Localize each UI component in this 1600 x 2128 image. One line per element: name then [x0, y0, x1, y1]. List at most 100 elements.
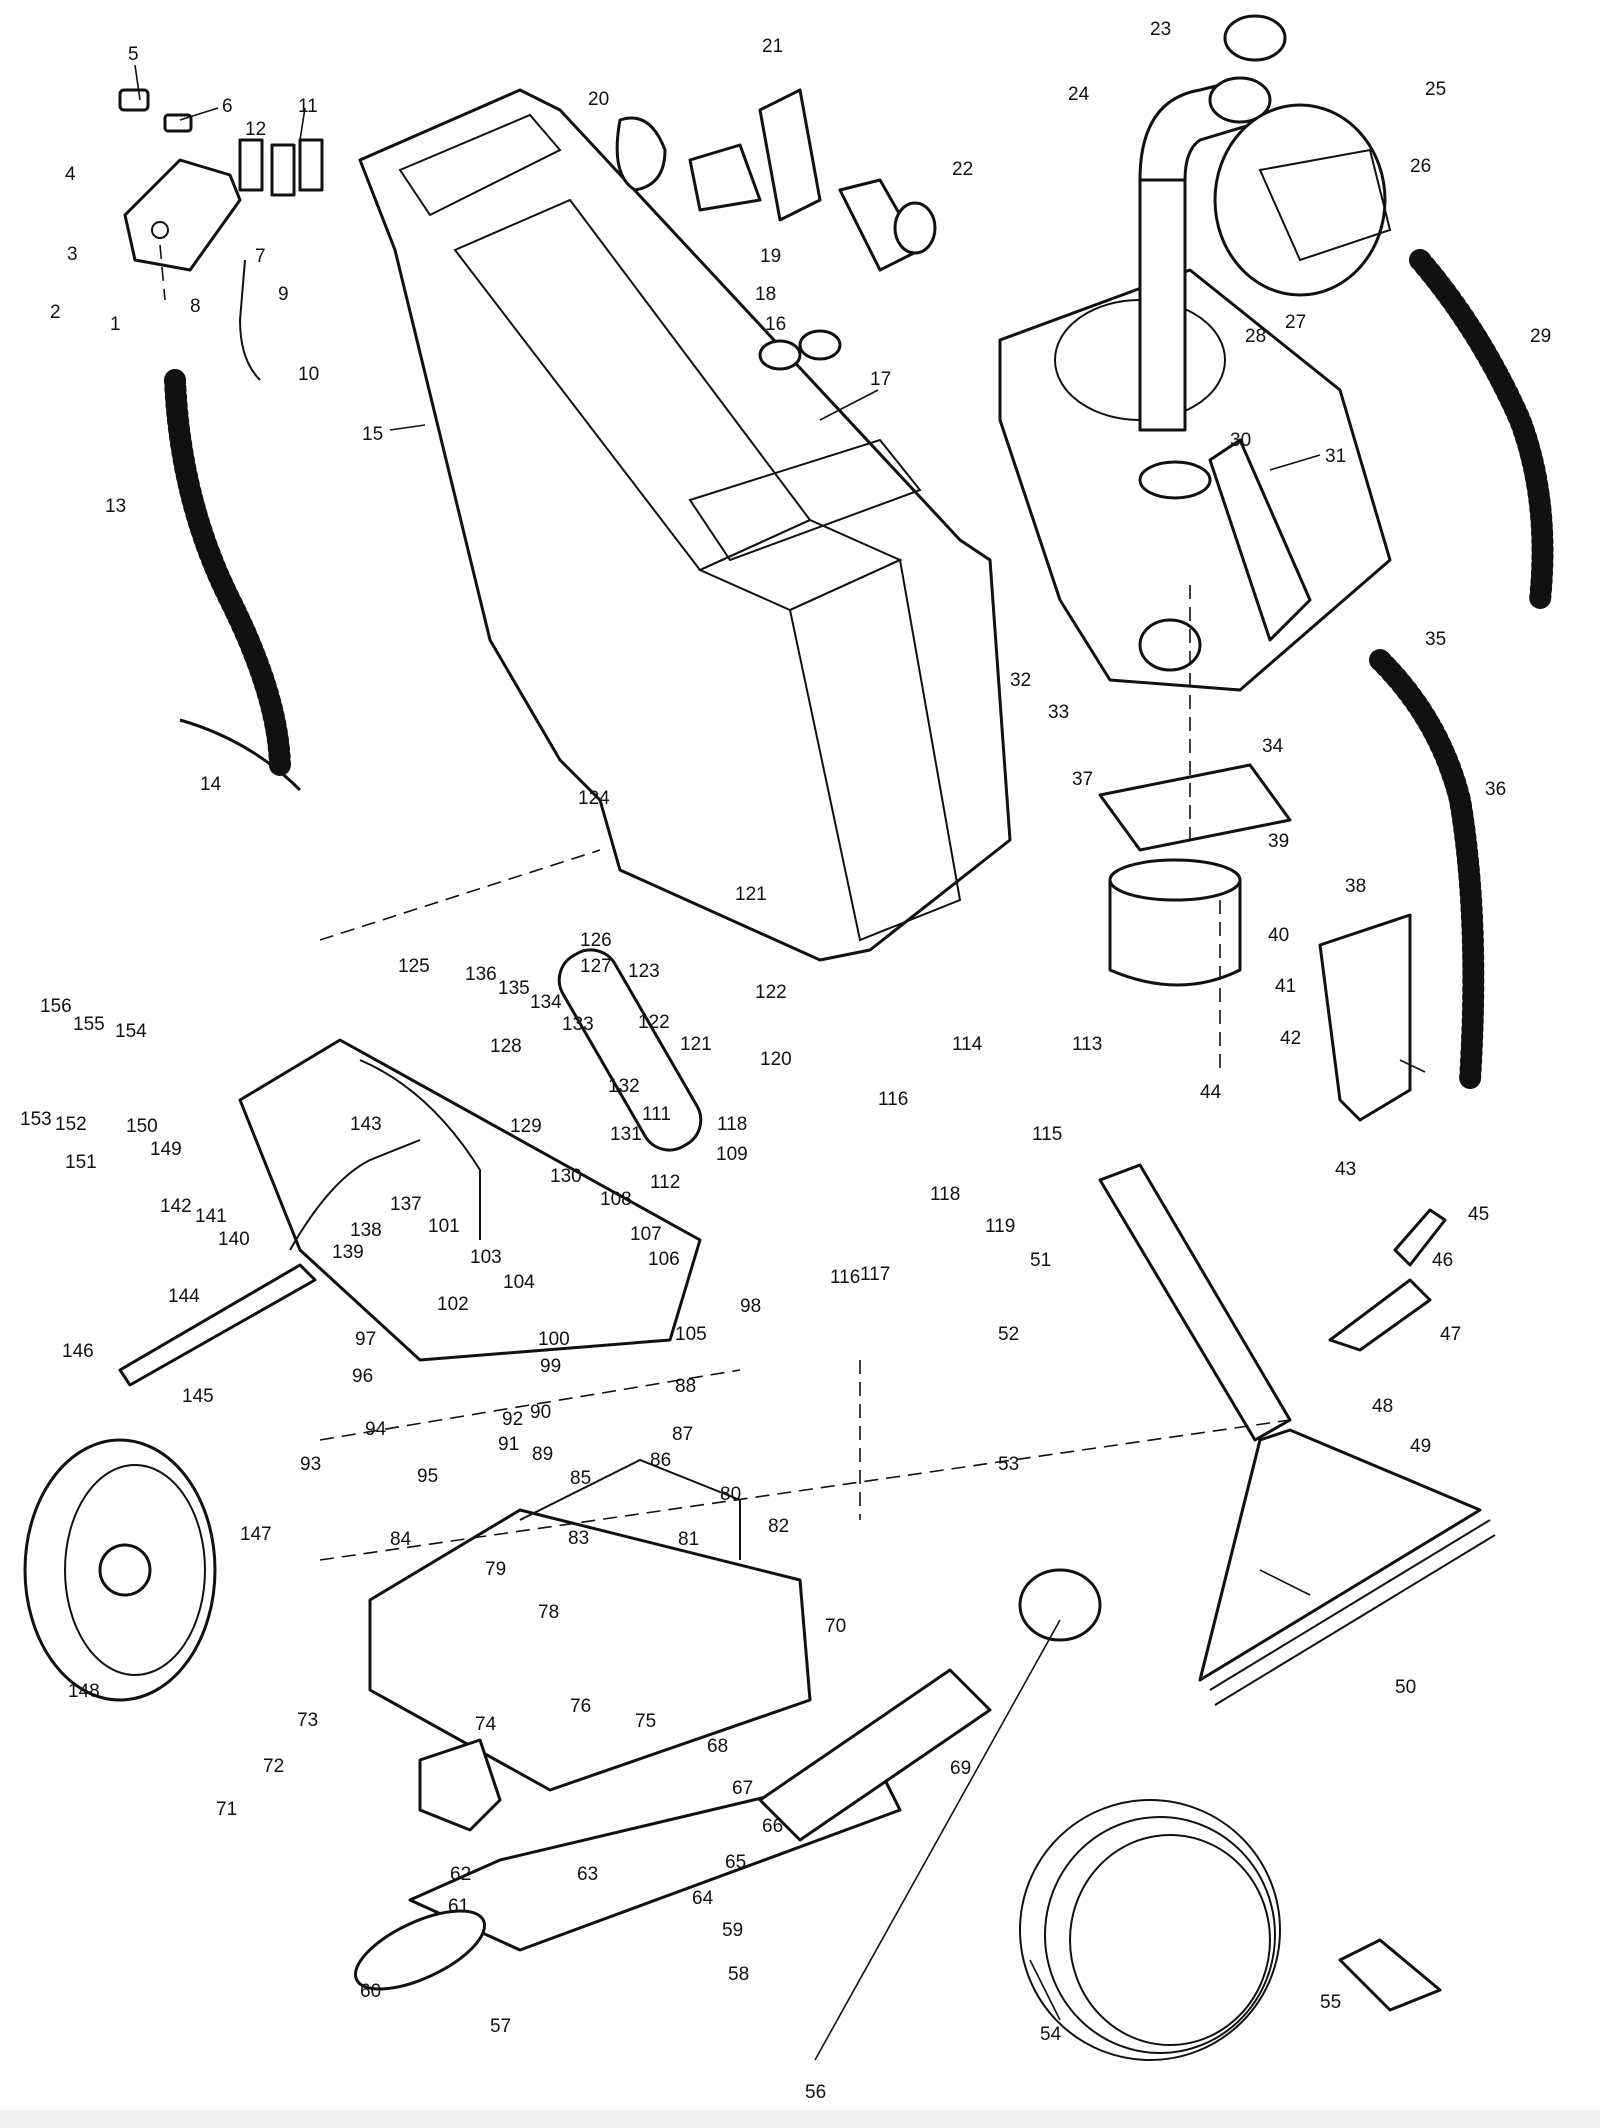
label-42: 42 [1280, 1028, 1301, 1049]
label-45: 45 [1468, 1204, 1489, 1225]
label-11: 11 [298, 96, 318, 117]
cord-hook [1338, 1938, 1442, 2012]
label-97: 97 [355, 1329, 376, 1350]
cable-hose-13 [164, 369, 291, 781]
label-5: 5 [128, 44, 139, 65]
valve-assembly [615, 88, 937, 371]
label-98: 98 [740, 1296, 761, 1317]
label-27: 27 [1285, 312, 1306, 333]
label-151: 151 [65, 1152, 97, 1173]
label-140: 140 [218, 1229, 250, 1250]
label-17: 17 [870, 369, 891, 390]
label-64: 64 [692, 1888, 714, 1909]
label-147: 147 [240, 1524, 272, 1545]
label-68: 68 [707, 1736, 728, 1757]
label-34: 34 [1262, 736, 1284, 757]
label-78: 78 [538, 1602, 559, 1623]
label-49: 49 [1410, 1436, 1431, 1457]
label-24: 24 [1068, 84, 1090, 105]
wheel-147 [23, 1438, 217, 1702]
label-155: 155 [73, 1014, 105, 1035]
label-114: 114 [952, 1034, 983, 1055]
label-94: 94 [365, 1419, 387, 1440]
float-assembly [1213, 103, 1392, 297]
label-118-b: 118 [930, 1184, 960, 1205]
vacuum-hose-29 [1409, 249, 1554, 611]
label-145: 145 [182, 1386, 214, 1407]
label-22: 22 [952, 159, 973, 180]
brush-roll [758, 1668, 992, 1842]
label-60: 60 [360, 1981, 381, 2002]
label-67: 67 [732, 1778, 753, 1799]
label-51: 51 [1030, 1250, 1051, 1271]
solution-tank [358, 88, 1012, 962]
label-37: 37 [1072, 769, 1093, 790]
label-4: 4 [65, 164, 76, 185]
label-126: 126 [580, 930, 612, 951]
label-125: 125 [398, 956, 430, 977]
bearing-hub [1018, 1568, 1102, 1642]
label-14: 14 [200, 774, 222, 795]
label-111: 111 [642, 1104, 671, 1125]
label-29: 29 [1530, 326, 1551, 347]
label-150: 150 [126, 1116, 158, 1137]
bracket-38 [1318, 913, 1412, 1122]
filter-housing [557, 948, 703, 1152]
label-103: 103 [470, 1247, 502, 1268]
label-8: 8 [190, 296, 201, 317]
label-116-a: 116 [878, 1089, 908, 1110]
label-41: 41 [1275, 976, 1296, 997]
label-6: 6 [222, 96, 233, 117]
label-92: 92 [502, 1409, 523, 1430]
pump-chassis [238, 948, 703, 1362]
handle-47 [1328, 1278, 1432, 1352]
label-86: 86 [650, 1450, 671, 1471]
label-13: 13 [105, 496, 126, 517]
label-56: 56 [805, 2082, 826, 2103]
label-88: 88 [675, 1376, 696, 1397]
label-47: 47 [1440, 1324, 1461, 1345]
label-75: 75 [635, 1711, 656, 1732]
label-95: 95 [417, 1466, 438, 1487]
label-61: 61 [448, 1896, 469, 1917]
label-66: 66 [762, 1816, 783, 1837]
label-32: 32 [1010, 670, 1031, 691]
label-82: 82 [768, 1516, 789, 1537]
label-129: 129 [510, 1116, 542, 1137]
label-63: 63 [577, 1864, 598, 1885]
label-69: 69 [950, 1758, 971, 1779]
label-91: 91 [498, 1434, 519, 1455]
vacuum-hose-36 [1369, 649, 1485, 1091]
label-127: 127 [580, 956, 612, 977]
label-149: 149 [150, 1139, 182, 1160]
cleaning-wand [1098, 1163, 1496, 1706]
label-7: 7 [255, 246, 266, 267]
label-123: 123 [628, 961, 660, 982]
label-46: 46 [1432, 1250, 1453, 1271]
handle-46 [1393, 1208, 1447, 1267]
label-122-b: 122 [638, 1012, 670, 1033]
label-36: 36 [1485, 779, 1506, 800]
label-38: 38 [1345, 876, 1366, 897]
label-93: 93 [300, 1454, 321, 1475]
label-31: 31 [1325, 446, 1346, 467]
label-16: 16 [765, 314, 786, 335]
label-130: 130 [550, 1166, 582, 1187]
label-146: 146 [62, 1341, 94, 1362]
cap [1223, 14, 1287, 62]
label-156: 156 [40, 996, 72, 1017]
label-10: 10 [298, 364, 319, 385]
label-112: 112 [650, 1172, 680, 1193]
label-80: 80 [720, 1484, 741, 1505]
label-81: 81 [678, 1529, 699, 1550]
drive-belt [353, 1909, 487, 1991]
label-1: 1 [110, 314, 121, 335]
label-59: 59 [722, 1920, 743, 1941]
label-65: 65 [725, 1852, 746, 1873]
label-9: 9 [278, 284, 289, 305]
label-12: 12 [245, 119, 266, 140]
label-90: 90 [530, 1402, 551, 1423]
label-133: 133 [562, 1014, 594, 1035]
label-115: 115 [1032, 1124, 1062, 1145]
label-152: 152 [55, 1114, 87, 1135]
